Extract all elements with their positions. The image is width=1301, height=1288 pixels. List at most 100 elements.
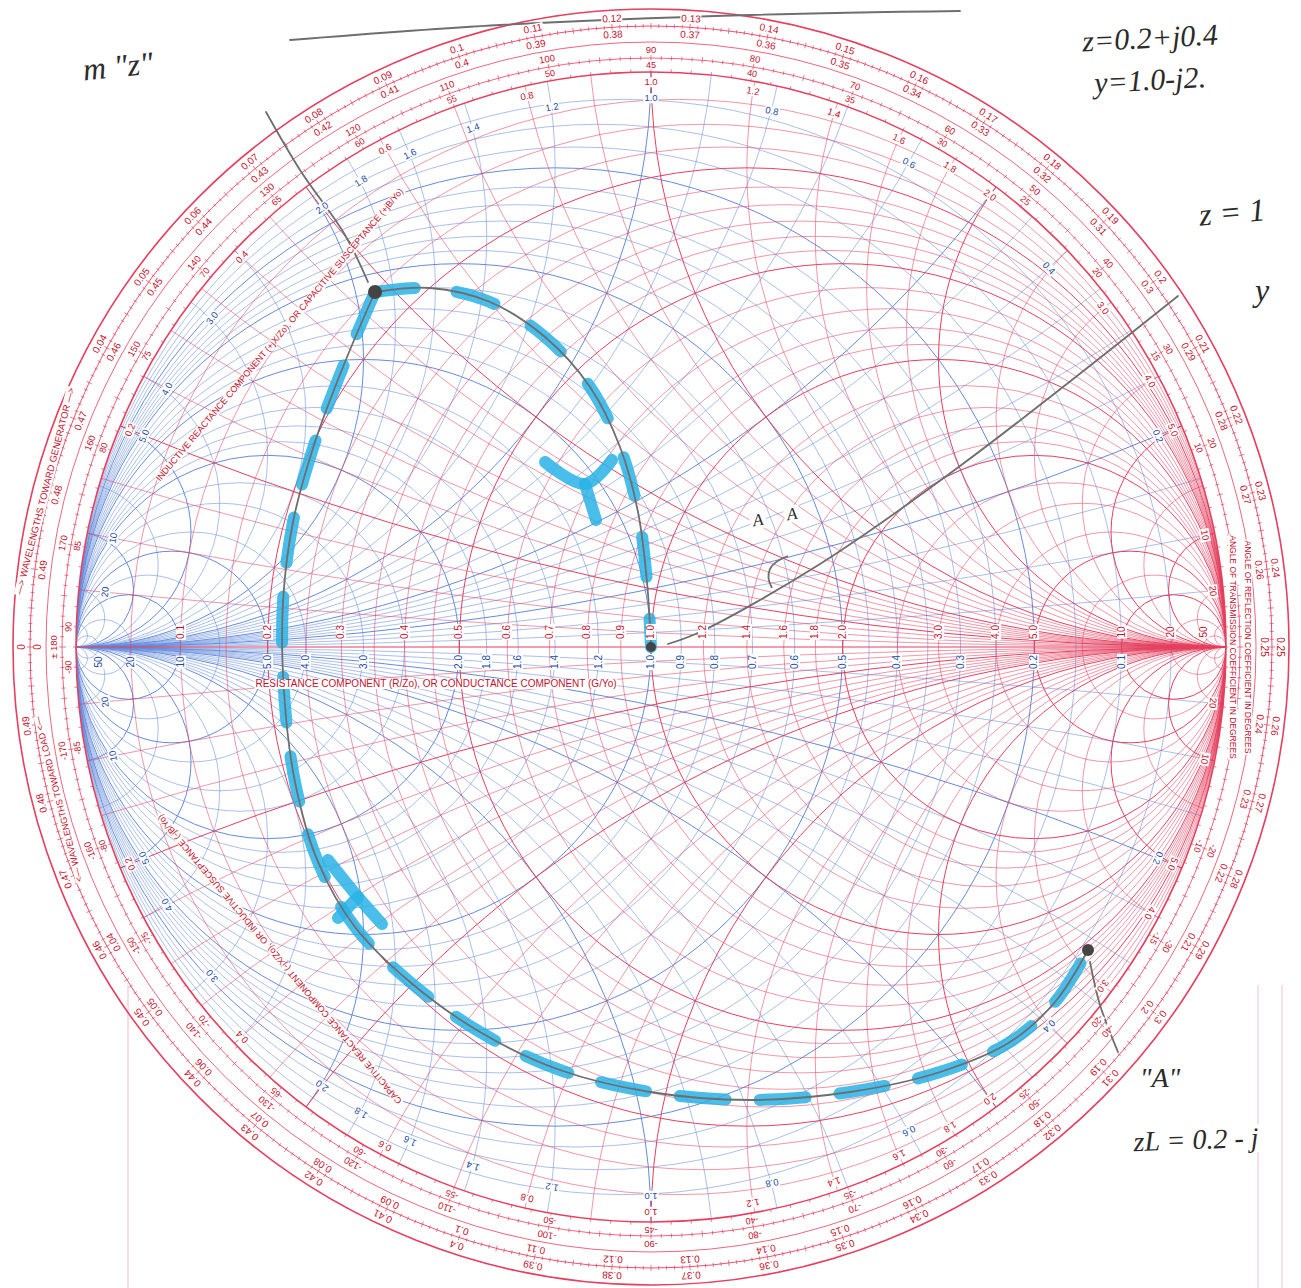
tick [921, 1155, 922, 1158]
pencil-mark [768, 556, 788, 588]
tick [956, 105, 958, 108]
tick [774, 37, 776, 41]
tick [1268, 592, 1272, 593]
tick [1246, 816, 1250, 817]
tick [38, 537, 42, 539]
pencil-line [668, 296, 1178, 644]
highlighter-mark [328, 860, 382, 924]
tick [820, 48, 821, 52]
tick [820, 1242, 821, 1246]
handwritten-note: y [1252, 274, 1272, 306]
tick [857, 60, 858, 64]
transmission-angle: 40 [745, 68, 758, 79]
tick [987, 1127, 990, 1132]
tick [400, 77, 402, 81]
tick [31, 584, 35, 585]
tick [979, 1134, 981, 1137]
tick [61, 677, 65, 678]
tick [298, 134, 300, 137]
susceptance-arc [0, 0, 487, 647]
tick [1242, 831, 1246, 832]
tick [557, 1259, 559, 1263]
tick [78, 504, 82, 506]
tick [1004, 175, 1006, 178]
tick [630, 56, 631, 60]
tick [528, 69, 530, 73]
resistance-value: 0.9 [616, 624, 626, 640]
tick [1254, 507, 1258, 509]
tick [823, 82, 824, 86]
tick [111, 886, 115, 888]
susceptance-arc [0, 647, 1301, 1288]
tick [956, 157, 958, 160]
tick [61, 846, 65, 847]
tick [192, 1065, 195, 1068]
wavelength-toward-generator: 0.39 [522, 1258, 545, 1272]
tick [91, 918, 95, 920]
scale-ring [30, 26, 1272, 1268]
tick [344, 105, 346, 108]
tick [279, 1143, 281, 1146]
tick [365, 1197, 367, 1201]
tick [108, 449, 111, 450]
tick [908, 116, 910, 120]
tick [107, 876, 111, 878]
handwritten-mark: A [782, 504, 801, 524]
tick [1214, 903, 1218, 905]
tick [1057, 177, 1060, 180]
tick [1197, 938, 1201, 940]
transmission-angle: 20 [1089, 265, 1104, 280]
tick [30, 600, 34, 601]
tick [1094, 1032, 1097, 1035]
tick [76, 586, 79, 587]
tick [1217, 746, 1220, 748]
tick [114, 397, 119, 400]
tick [113, 959, 116, 961]
conductance-value: 10 [176, 655, 186, 668]
tick [503, 1248, 505, 1252]
tick [61, 595, 67, 597]
tick [731, 1216, 732, 1219]
tick [871, 99, 872, 103]
tick [832, 1205, 833, 1209]
tick [298, 1157, 300, 1160]
reactance-value: 5.0 [1165, 421, 1180, 439]
tick [337, 109, 339, 112]
tick [511, 1205, 513, 1208]
tick [712, 59, 713, 63]
tick [1238, 657, 1242, 658]
tick [1204, 487, 1207, 489]
tick [803, 75, 805, 81]
tick [813, 79, 814, 83]
conductance-value: 4.0 [301, 654, 311, 670]
tick [572, 1260, 574, 1266]
tick [344, 1186, 346, 1189]
tick [969, 113, 971, 116]
tick [430, 99, 431, 103]
tick [221, 1032, 223, 1034]
tick [697, 26, 698, 30]
tick [996, 1161, 998, 1164]
tick [812, 1245, 813, 1249]
tick [823, 1208, 824, 1212]
tick [979, 157, 981, 160]
tick [488, 1245, 489, 1249]
tick [58, 838, 64, 840]
tick [508, 1217, 510, 1221]
tick [1116, 307, 1118, 309]
tick [1176, 412, 1179, 413]
tick [1127, 249, 1132, 253]
resistance-value: 1.0 [646, 624, 656, 640]
tick [671, 1234, 672, 1238]
point-dot [646, 642, 656, 652]
tick [256, 1083, 259, 1086]
tick [803, 1213, 805, 1219]
transmission-angle: -10 [1191, 837, 1205, 854]
reactance-value: 5.0 [1165, 855, 1180, 873]
transmission-angle: -65 [268, 1085, 285, 1102]
tick [1224, 882, 1228, 884]
tick [1133, 256, 1136, 259]
tick [596, 26, 597, 30]
tick [917, 120, 919, 124]
transmission-angle: -85 [72, 740, 83, 756]
